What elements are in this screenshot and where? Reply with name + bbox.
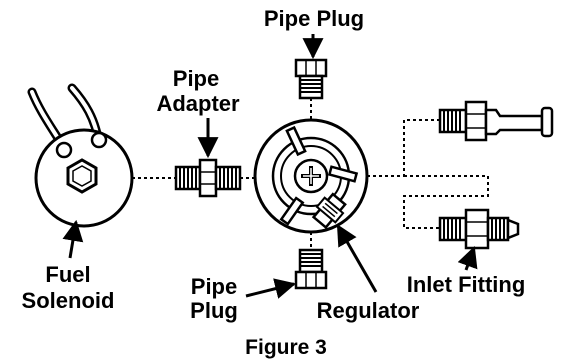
pipe-plug-top xyxy=(294,58,328,100)
inlet-fitting-upper xyxy=(438,100,554,142)
leader-arrow-fuel-solenoid xyxy=(62,219,84,259)
label-regulator: Regulator xyxy=(317,298,420,323)
inlet-fitting-lower xyxy=(438,208,520,250)
label-fuel-solenoid-line2: Solenoid xyxy=(22,288,115,313)
leader-arrow-inlet-fitting xyxy=(457,246,478,271)
label-pipe-plug-bottom-line2: Plug xyxy=(190,298,238,323)
connection-line xyxy=(403,175,489,229)
solenoid-hex-nut xyxy=(66,158,98,194)
figure-caption: Figure 3 xyxy=(245,336,327,359)
leader-arrow-pipe-plug-bottom xyxy=(245,278,297,299)
connection-line xyxy=(367,119,440,177)
label-pipe-plug-top: Pipe Plug xyxy=(264,6,364,31)
fuel-solenoid xyxy=(27,83,134,228)
solenoid-terminal-left xyxy=(55,141,73,159)
label-inlet-fitting: Inlet Fitting xyxy=(407,272,526,297)
pipe-plug-bottom xyxy=(294,248,328,290)
pipe-adapter xyxy=(174,158,242,198)
label-pipe-adapter-line2: Adapter xyxy=(156,91,240,116)
label-pipe-adapter-line1: Pipe xyxy=(173,66,219,91)
label-fuel-solenoid-line1: Fuel xyxy=(45,262,90,287)
solenoid-terminal-right xyxy=(90,131,108,149)
leader-arrow-regulator xyxy=(336,224,378,293)
label-pipe-plug-bottom-line1: Pipe xyxy=(191,274,237,299)
regulator xyxy=(253,118,369,234)
